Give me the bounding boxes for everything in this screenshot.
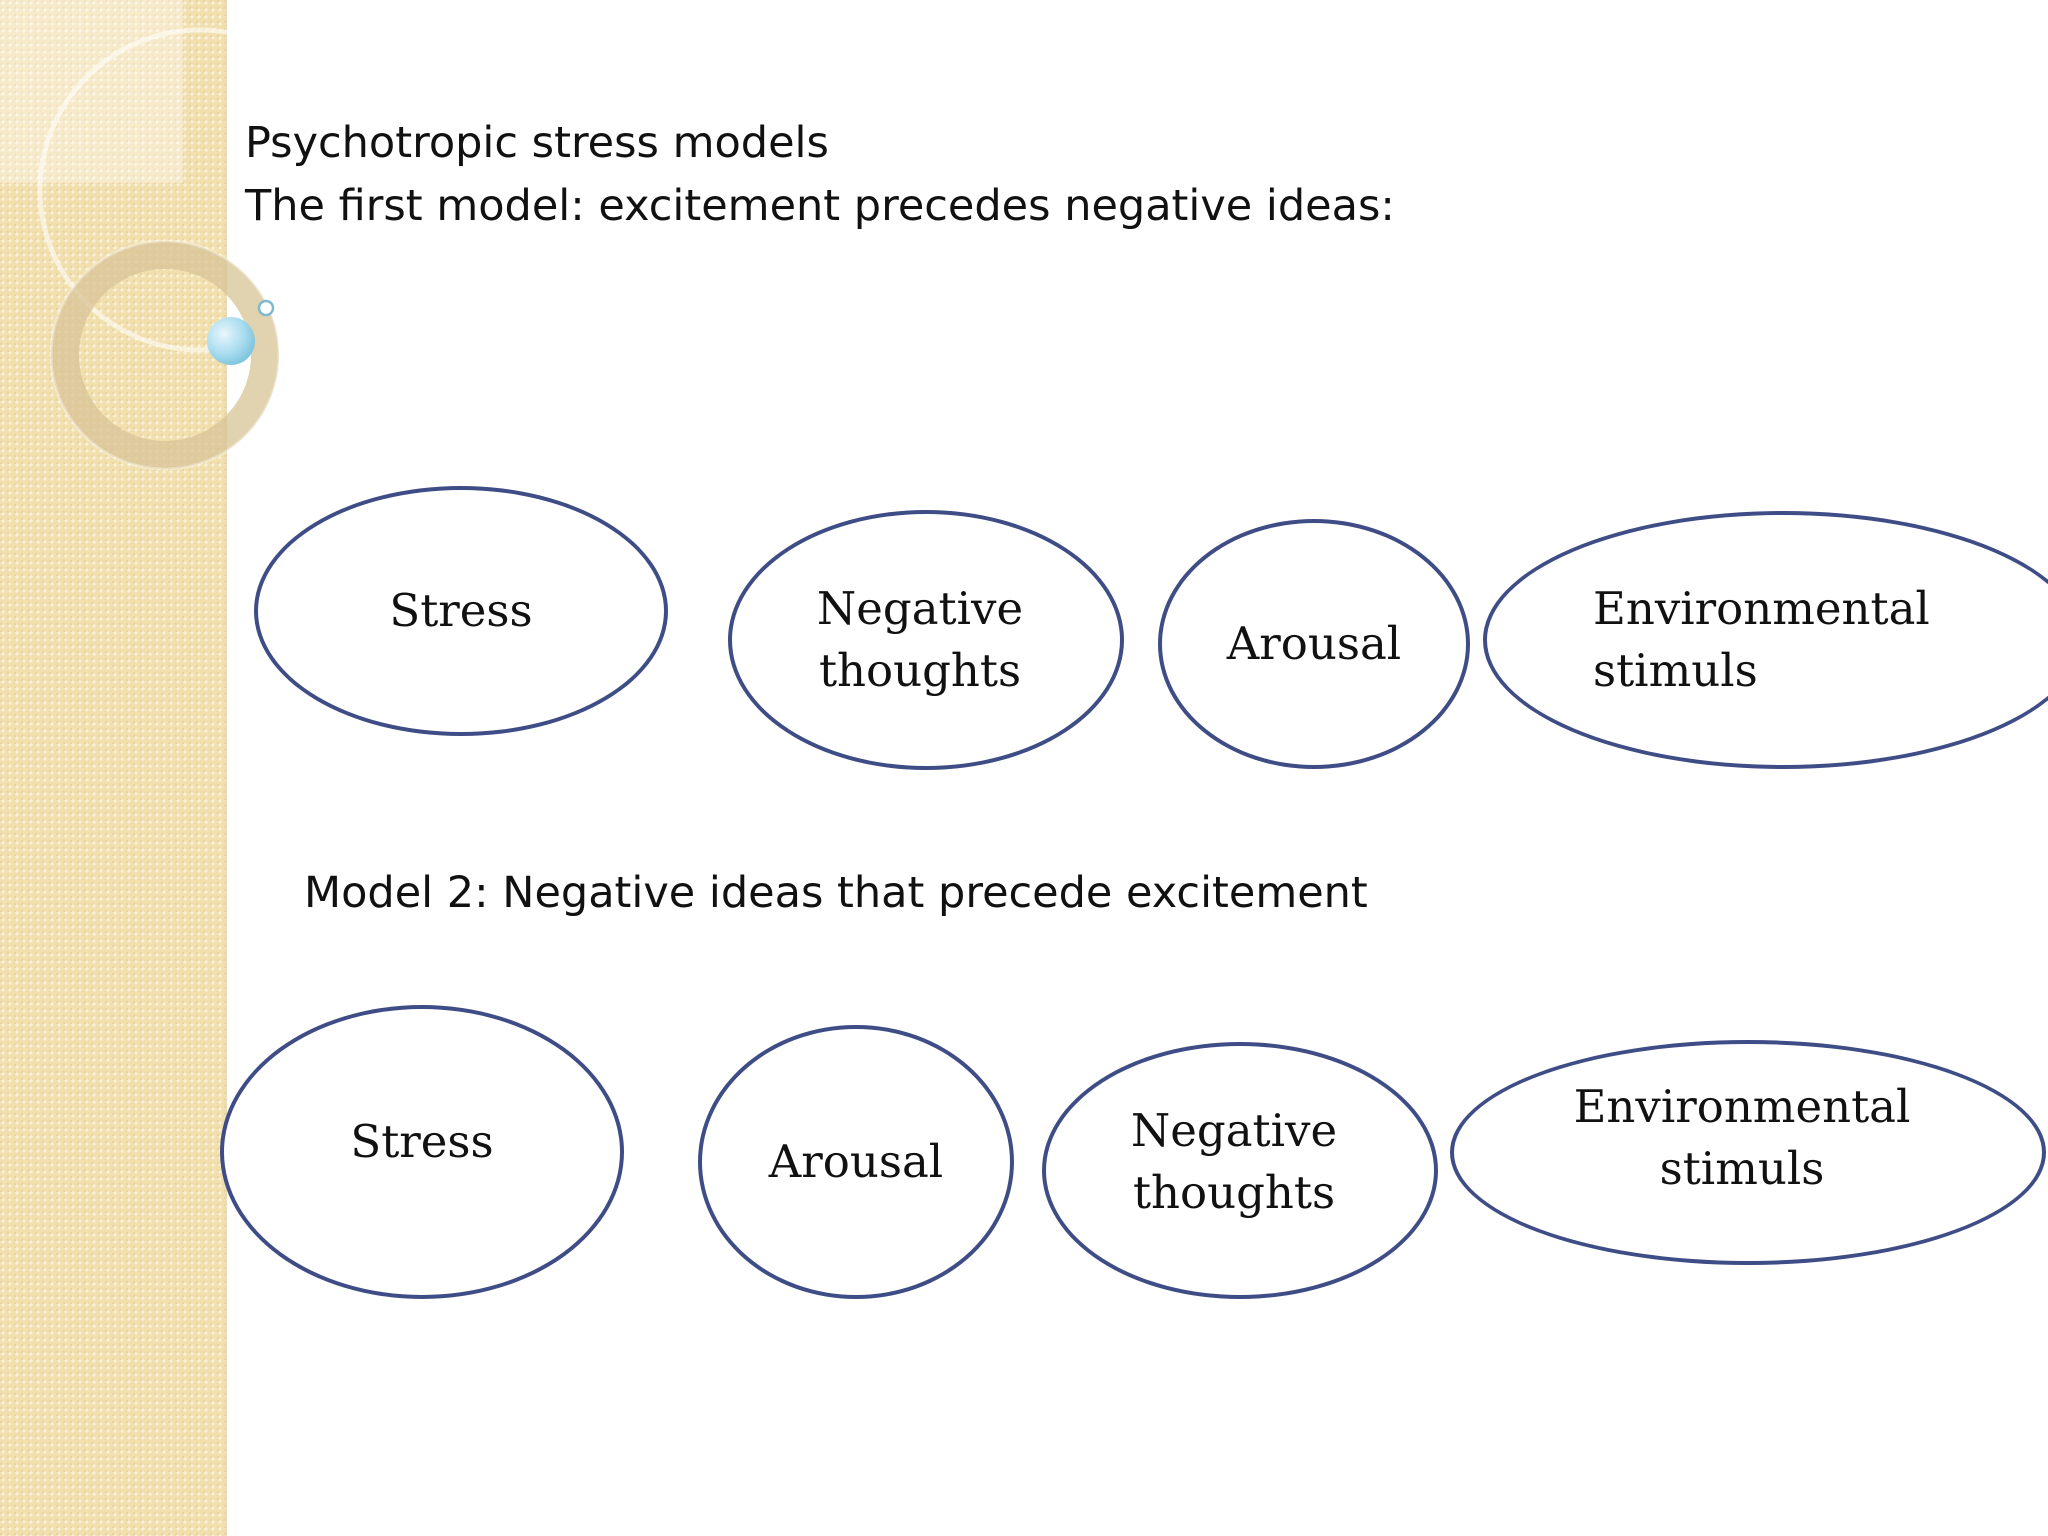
bubble-icon	[207, 317, 255, 365]
node-label-line1: Environmental	[1573, 1079, 1911, 1133]
small-ring-highlight	[49, 239, 281, 471]
node-label-line2: thoughts	[818, 644, 1022, 697]
slide-title: Psychotropic stress models	[245, 118, 829, 168]
model1-node-environmental-stimuls: Environmental stimuls	[1483, 511, 2048, 769]
node-label: Arousal	[1226, 617, 1402, 670]
model2-node-arousal: Arousal	[698, 1025, 1014, 1299]
small-bubble-icon	[257, 299, 275, 317]
node-label: Stress	[350, 1115, 494, 1168]
large-ring	[37, 27, 363, 353]
model2-node-negative-thoughts: Negative thoughts	[1042, 1042, 1438, 1299]
node-label-line2: thoughts	[1132, 1165, 1336, 1219]
model2-node-stress: Stress	[220, 1005, 624, 1299]
model2-node-environmental-stimuls: Environmental stimuls	[1450, 1040, 2046, 1265]
node-label-line1: Negative	[816, 582, 1024, 635]
node-label-line1: Negative	[1130, 1103, 1338, 1157]
small-ring	[51, 241, 279, 469]
model1-node-arousal: Arousal	[1158, 519, 1470, 769]
decorative-rings	[37, 27, 363, 471]
node-label: Arousal	[768, 1135, 944, 1188]
node-label-line2: stimuls	[1659, 1141, 1825, 1195]
node-label: Stress	[389, 584, 533, 637]
node-label-line2: stimuls	[1593, 644, 1758, 697]
model2-heading: Model 2: Negative ideas that precede exc…	[304, 868, 1368, 918]
model1-heading: The first model: excitement precedes neg…	[245, 181, 1395, 231]
model1-node-negative-thoughts: Negative thoughts	[728, 510, 1124, 770]
title-block: Psychotropic stress models The first mod…	[245, 112, 1395, 238]
corner-square	[0, 0, 183, 183]
node-label-line1: Environmental	[1593, 582, 1930, 635]
model1-node-stress: Stress	[254, 486, 668, 736]
